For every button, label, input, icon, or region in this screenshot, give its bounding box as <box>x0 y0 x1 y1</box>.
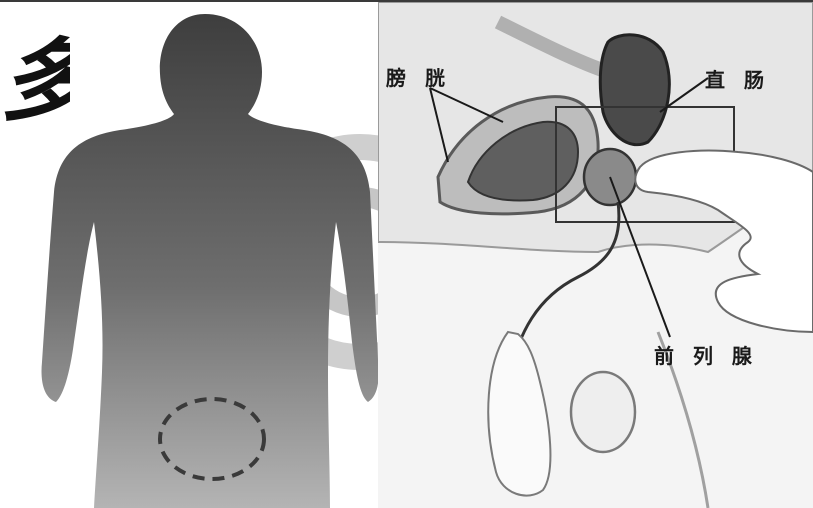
label-bladder: 膀 胱 <box>386 62 451 91</box>
headline-partial-char: 多 <box>0 32 70 132</box>
anatomy-panel: 膀 胱 直 肠 前 列 腺 <box>378 2 813 508</box>
rectum-organ <box>600 35 669 145</box>
label-prostate: 前 列 腺 <box>654 340 758 369</box>
testis <box>571 372 635 452</box>
silhouette-panel: 多 <box>0 2 378 508</box>
male-silhouette <box>42 14 378 508</box>
label-rectum: 直 肠 <box>705 64 770 93</box>
